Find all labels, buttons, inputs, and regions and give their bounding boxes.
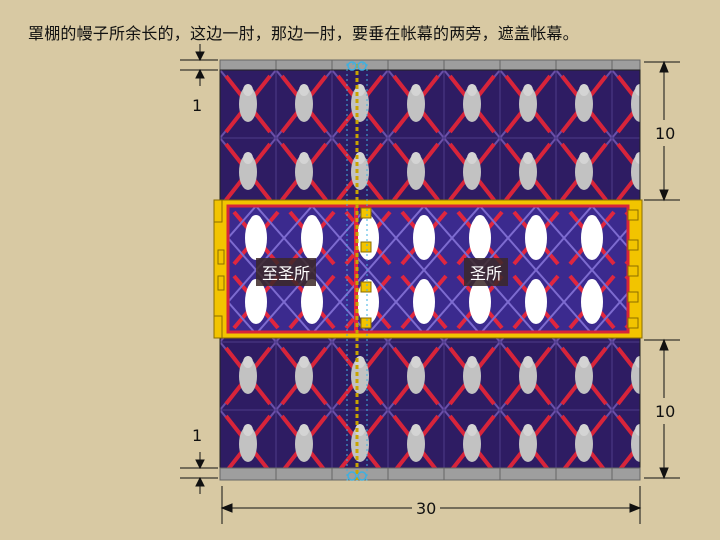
lower-curtain-panel <box>220 336 640 468</box>
bottom-height-label: 10 <box>655 402 675 421</box>
bottom-edge-strip <box>220 468 640 480</box>
width-label: 30 <box>412 499 440 518</box>
top-edge-strip <box>220 60 640 70</box>
holy-of-holies-label: 至圣所 <box>256 258 316 286</box>
top-overhang-dimension <box>180 44 218 86</box>
bottom-overhang-dimension <box>180 452 218 494</box>
top-height-label: 10 <box>655 124 675 143</box>
top-overhang-label: 1 <box>192 96 202 115</box>
upper-curtain-panel <box>220 70 640 204</box>
bottom-overhang-label: 1 <box>192 426 202 445</box>
holy-place-label: 圣所 <box>464 258 508 286</box>
